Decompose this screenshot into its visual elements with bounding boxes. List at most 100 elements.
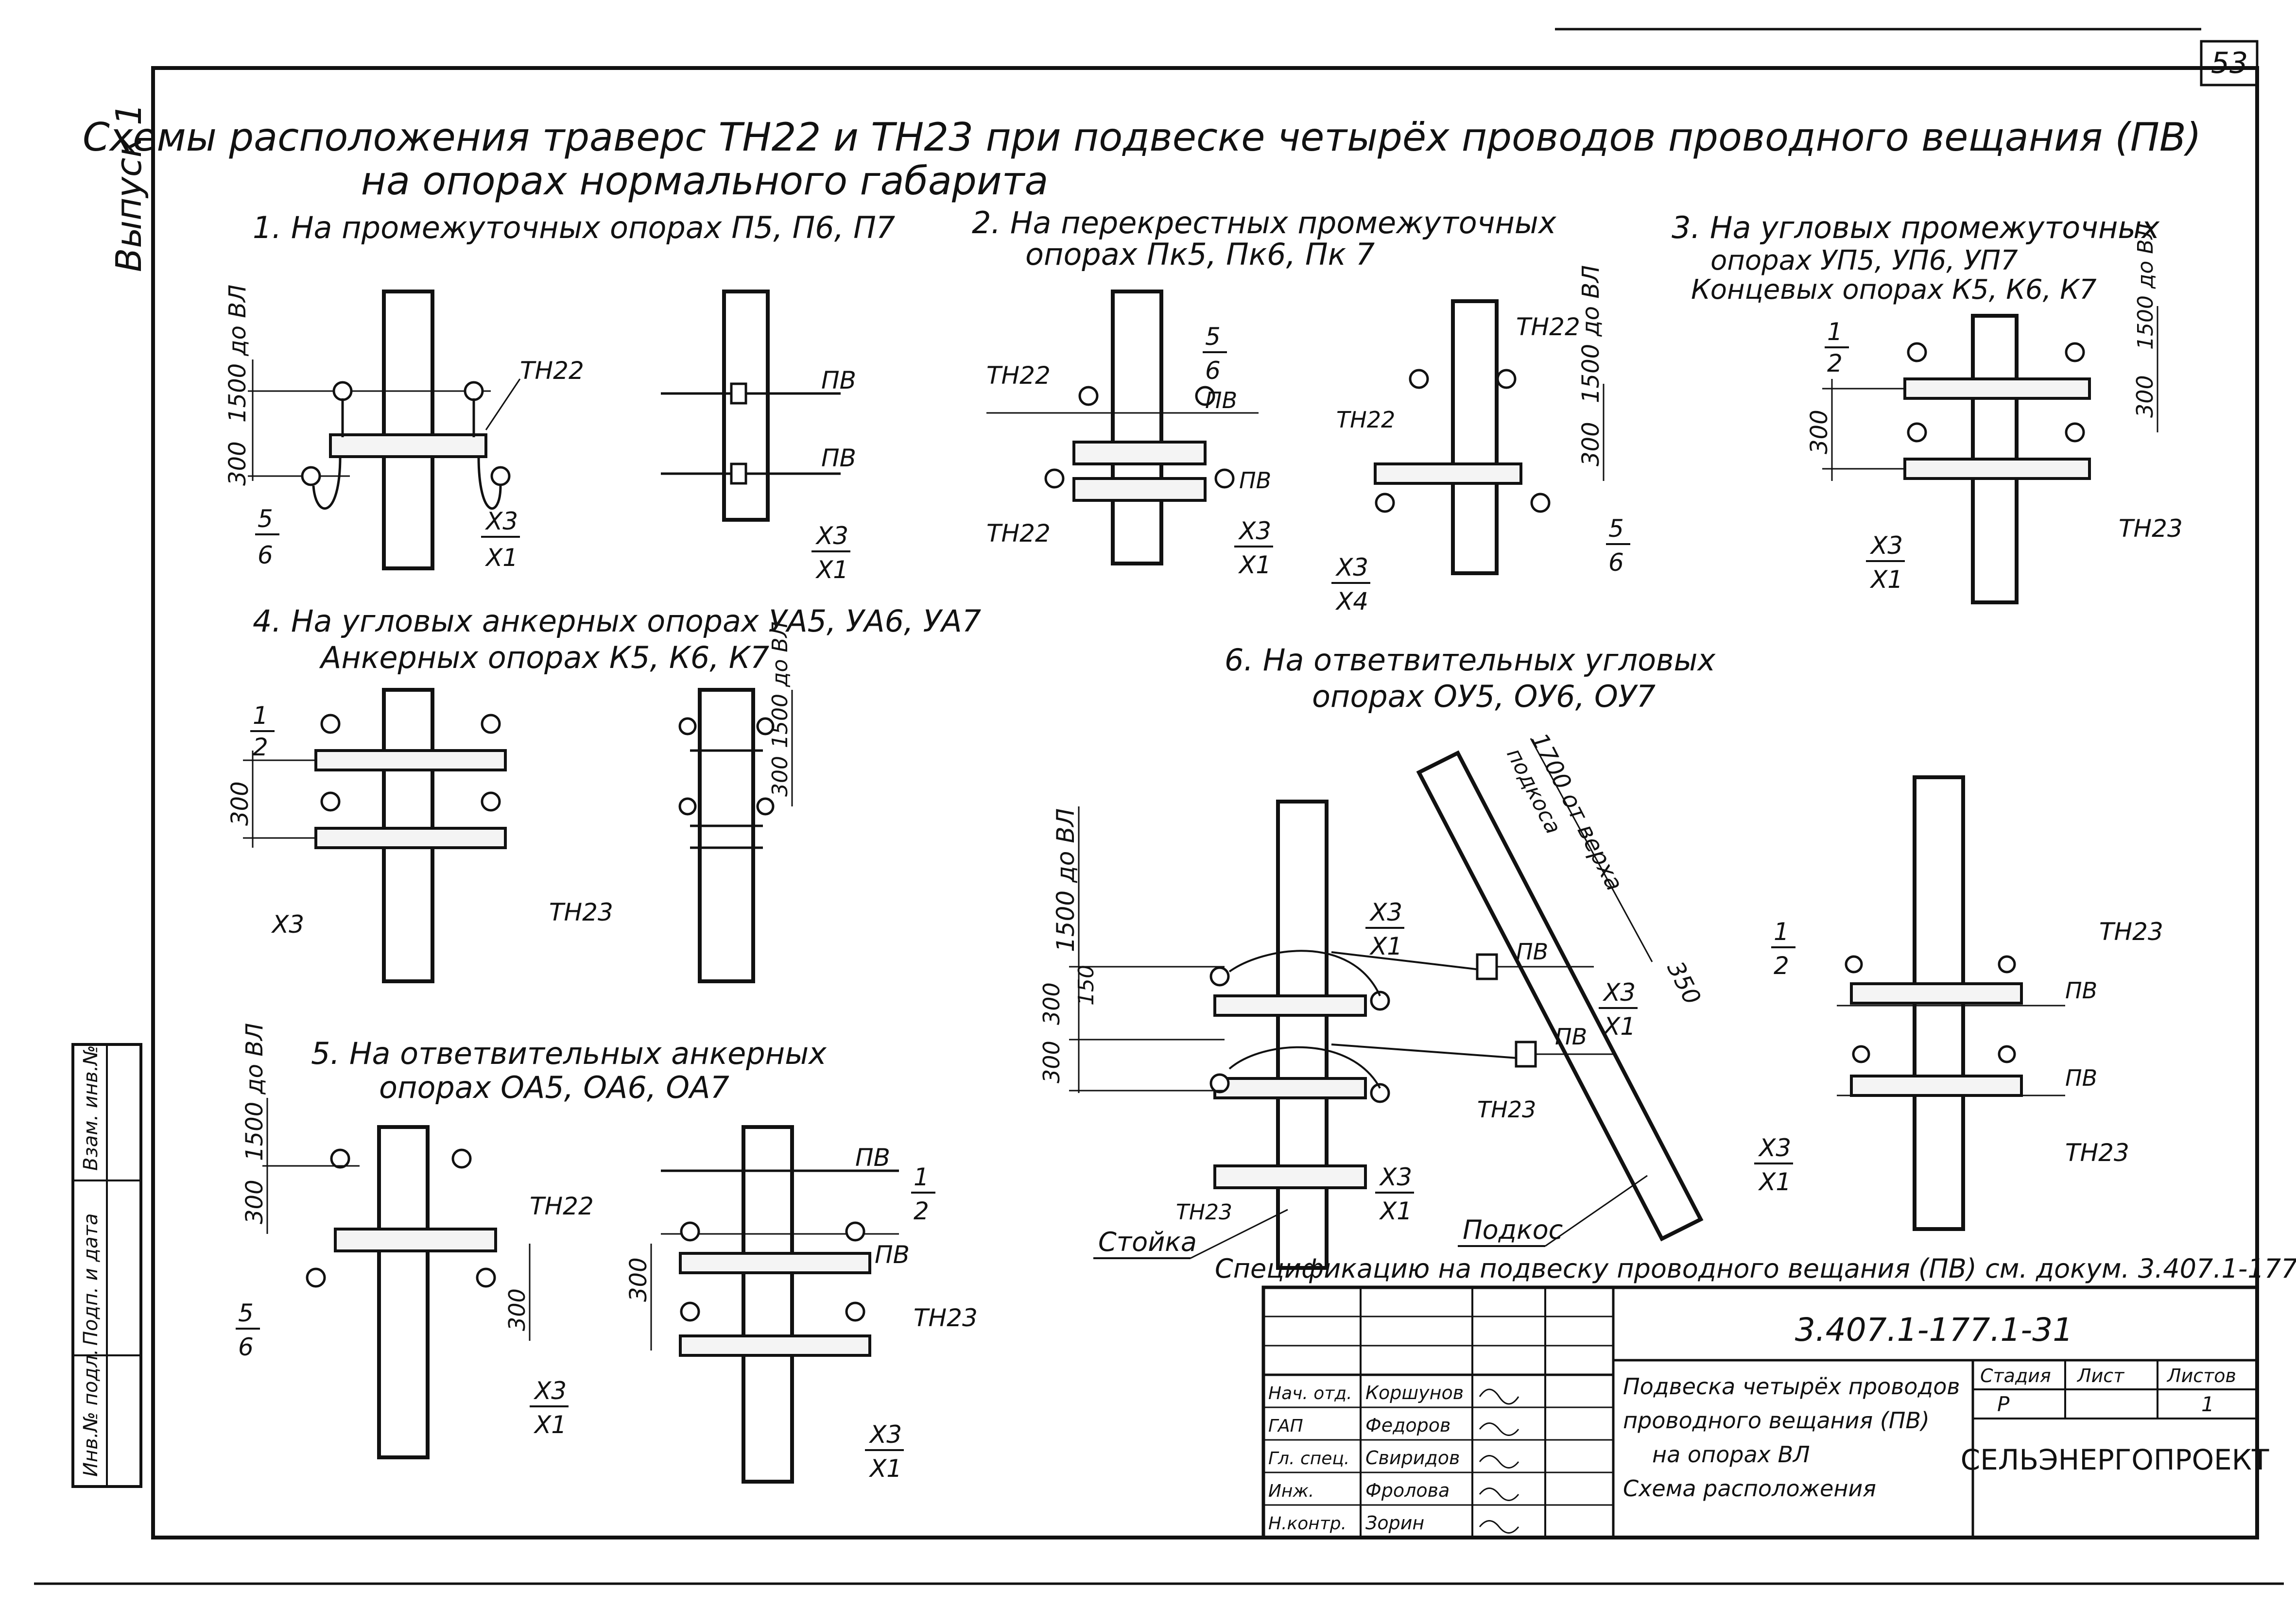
figure4-front: 300 1 2 Х3 ТН23	[226, 688, 613, 983]
name-4: Фролова	[1365, 1480, 1450, 1501]
dim-1500: 1500 до ВЛ	[241, 1023, 268, 1161]
dim-350: 350	[1661, 957, 1706, 1009]
label-th23: ТН23	[2065, 1139, 2129, 1167]
label-2: 2	[1827, 349, 1843, 377]
label-x3: Х3	[1602, 978, 1636, 1007]
organization-name: СЕЛЬЭНЕРГОПРОЕКТ	[1961, 1443, 2269, 1476]
label-5: 5	[238, 1299, 254, 1327]
description-line3: на опорах ВЛ	[1652, 1441, 1810, 1468]
pole	[382, 290, 434, 570]
pole	[698, 688, 755, 983]
dim-300: 300	[241, 1180, 268, 1224]
label-x1: Х1	[1869, 565, 1903, 594]
col-sheets: Листов	[2166, 1365, 2236, 1386]
label-x3: Х3	[1238, 517, 1271, 545]
label-pv: ПВ	[821, 366, 856, 394]
figure3: 300 300 1500 до ВЛ 1 2 ТН23 Х3 Х1	[1806, 223, 2183, 604]
label-x3: Х3	[868, 1420, 902, 1449]
pole	[1111, 290, 1163, 565]
label-pv: ПВ	[855, 1144, 890, 1172]
figure5-front: 300 1500 до ВЛ 300 ТН22 5 6 Х3 Х1	[236, 1023, 594, 1459]
label-stoyka: Стойка	[1098, 1227, 1197, 1257]
label-2: 2	[1774, 952, 1789, 980]
dim-150: 150	[1074, 965, 1099, 1006]
label-x3: Х3	[271, 910, 304, 939]
section2-caption-line2: опорах Пк5, Пк6, Пк 7	[1025, 237, 1375, 272]
label-x3: Х3	[1369, 898, 1402, 926]
sheet-frame	[151, 66, 2259, 1539]
label-x3: Х3	[815, 522, 848, 550]
sheets-value: 1	[2201, 1392, 2214, 1416]
signature-marks	[1479, 1388, 1519, 1534]
dim-1500: 1500 до ВЛ	[1577, 265, 1605, 403]
label-x1: Х1	[1758, 1168, 1791, 1196]
label-podkos: Подкос	[1463, 1214, 1563, 1245]
insulator	[464, 381, 484, 401]
label-th22: ТН22	[520, 357, 584, 385]
figure6-brace: 1700 от верха подкоса 350 ПВ ПВ Х3 Х1 ТН…	[1416, 729, 1706, 1247]
label-2: 2	[253, 733, 268, 761]
dim-300: 300	[2132, 375, 2158, 418]
dim-300: 300	[1038, 1041, 1065, 1083]
pole	[742, 1125, 794, 1484]
figure4-side: 300 1500 до ВЛ	[678, 621, 793, 983]
section3-caption-line1: 3. На угловых промежуточных	[1672, 210, 2160, 245]
label-pv: ПВ	[2065, 977, 2097, 1004]
label-x3: Х3	[1379, 1163, 1412, 1191]
dim-1500: 1500 до ВЛ	[768, 621, 793, 748]
brace-podkos	[1416, 750, 1704, 1242]
role-2: ГАП	[1268, 1416, 1303, 1436]
label-5: 5	[1608, 514, 1624, 543]
stamp-inv-label: Инв.№ подл.	[80, 1349, 102, 1477]
label-th22: ТН22	[530, 1192, 594, 1220]
section4-caption-line2: Анкерных опорах К5, К6, К7	[319, 640, 769, 675]
section4-caption-line1: 4. На угловых анкерных опорах УА5, УА6, …	[253, 603, 981, 639]
role-5: Н.контр.	[1268, 1514, 1347, 1534]
name-3: Свиридов	[1365, 1447, 1460, 1469]
pole	[722, 290, 770, 522]
figure2-side: 300 1500 до ВЛ ТН22 ТН22 5 6 Х3 Х4	[1331, 265, 1630, 615]
section6-caption-line1: 6. На ответвительных угловых	[1225, 642, 1716, 678]
dim-1500: 1500 до ВЛ	[224, 285, 251, 423]
dim-300: 300	[1806, 410, 1833, 454]
figure2-front: ТН22 ТН22 5 6 ПВ ПВ Х3 Х1	[986, 290, 1273, 579]
name-5: Зорин	[1365, 1512, 1424, 1534]
name-1: Коршунов	[1365, 1382, 1464, 1403]
label-pv: ПВ	[1516, 939, 1548, 965]
label-x1: Х1	[868, 1454, 902, 1483]
label-pv: ПВ	[875, 1241, 910, 1269]
label-th23: ТН23	[2119, 514, 2183, 543]
insulator	[490, 466, 511, 486]
label-x1: Х1	[1238, 551, 1271, 579]
label-1: 1	[1827, 318, 1843, 346]
label-x1: Х1	[1379, 1197, 1412, 1225]
left-stamp: Инв.№ подл. Подп. и дата Взам. инв.№	[71, 1043, 142, 1488]
label-x1: Х1	[533, 1411, 567, 1439]
label-pv: ПВ	[1239, 467, 1271, 494]
label-6: 6	[1608, 548, 1624, 577]
figure6-side: 1 2 ТН23 ПВ ПВ ТН23 Х3 Х1	[1754, 775, 2163, 1231]
insulator	[301, 466, 321, 486]
label-1: 1	[1774, 918, 1789, 946]
dim-300: 300	[504, 1288, 530, 1331]
label-th23: ТН23	[1176, 1200, 1232, 1225]
label-th23: ТН23	[914, 1304, 978, 1332]
label-5: 5	[1205, 323, 1221, 351]
spec-note: Спецификацию на подвеску проводного веща…	[1215, 1253, 2296, 1284]
dim-300: 300	[224, 441, 251, 486]
section5-caption-line1: 5. На ответвительных анкерных	[311, 1036, 827, 1071]
stamp-replace-label: Взам. инв.№	[80, 1045, 102, 1171]
side-label: Выпуск 1	[108, 103, 149, 272]
label-5: 5	[258, 505, 273, 533]
dim-300: 300	[226, 781, 254, 826]
label-th22: ТН22	[1336, 407, 1395, 433]
label-x3: Х3	[1869, 531, 1903, 560]
label-x3: Х3	[533, 1377, 567, 1405]
label-pv: ПВ	[1205, 387, 1237, 413]
section1-caption: 1. На промежуточных опорах П5, П6, П7	[253, 210, 895, 245]
figure1-side: ПВ ПВ Х3 Х1	[661, 290, 856, 584]
label-pv: ПВ	[1555, 1024, 1587, 1050]
pole-stoyka	[1276, 800, 1329, 1270]
label-2: 2	[914, 1197, 929, 1225]
label-th23: ТН23	[1477, 1096, 1536, 1123]
